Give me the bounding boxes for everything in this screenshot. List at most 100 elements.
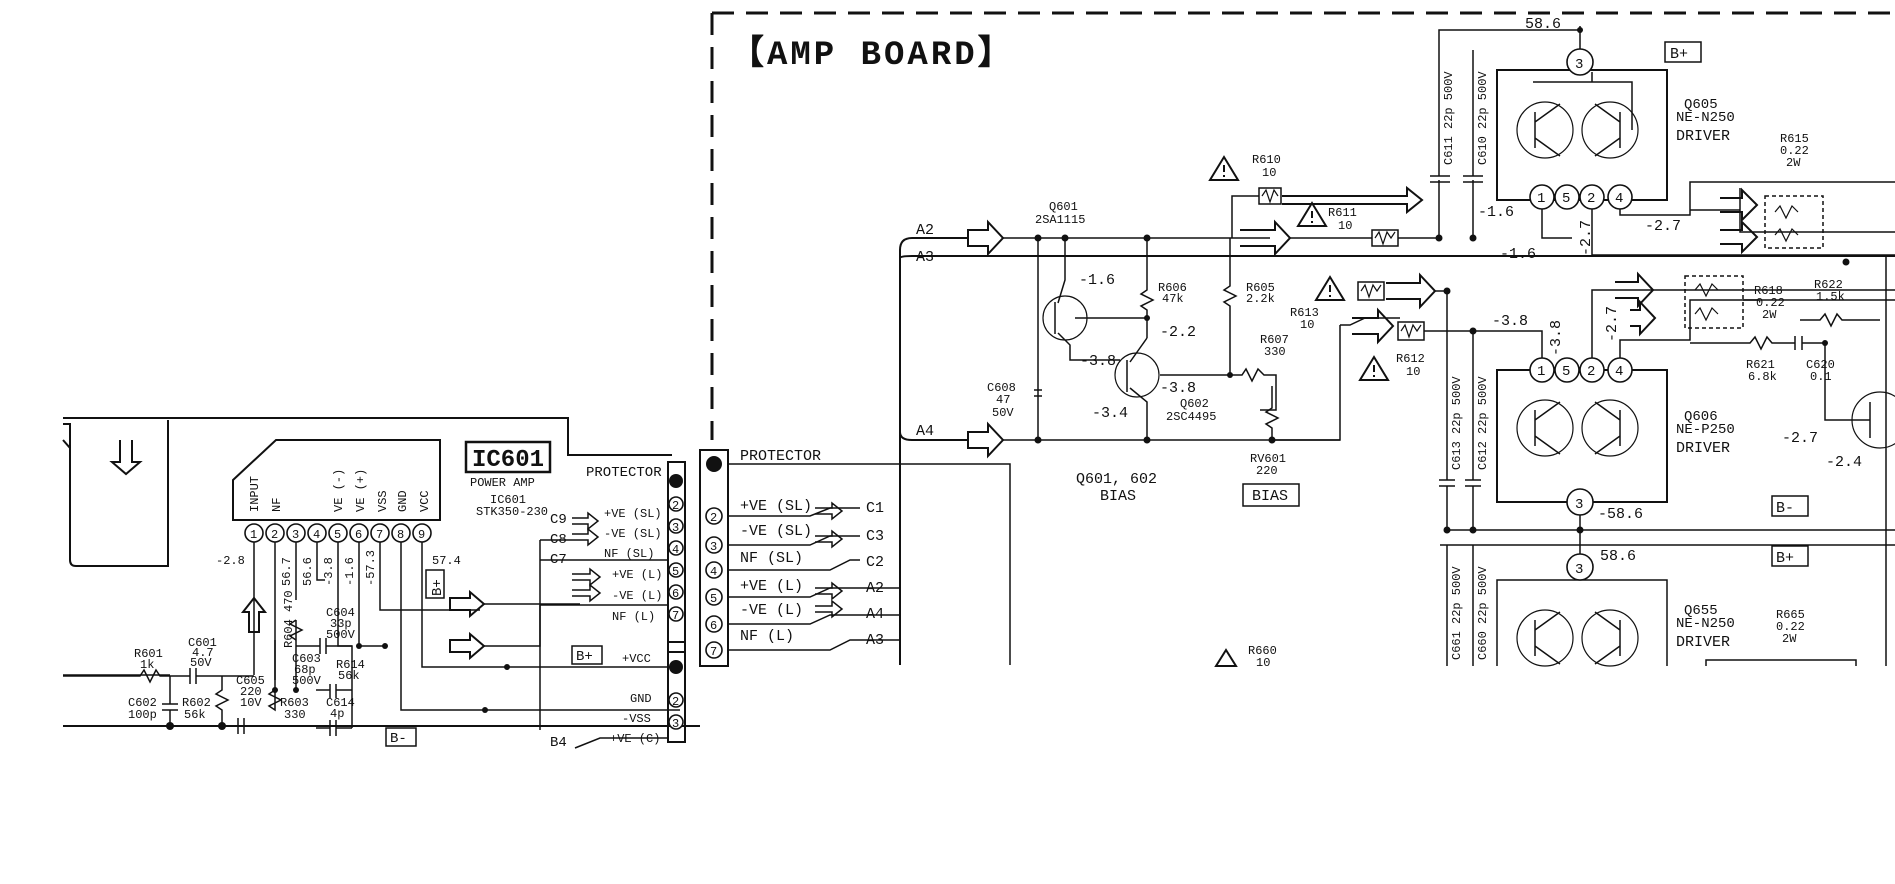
arrow-right-icon: [967, 219, 1005, 257]
arrow-right-icon: [967, 421, 1005, 459]
q602-part: 2SC4495: [1166, 410, 1216, 424]
r604-label: R604 470: [282, 590, 296, 648]
ic601-pin-label-5: VE (-): [332, 469, 346, 512]
q606-v-2: -2.7: [1604, 306, 1621, 342]
net-a4: A4: [916, 423, 934, 440]
ic601-wiring: [240, 542, 680, 728]
q606-part: NE-P250: [1676, 422, 1735, 438]
r612-value: 10: [1406, 365, 1420, 379]
arrow-right-icon: [1720, 219, 1759, 255]
warning-icon: [1214, 648, 1238, 667]
ic601-v-pin9: 57.4: [432, 554, 461, 568]
connector-left-nf-sl: NF (SL): [604, 547, 654, 561]
q605-part: NE-N250: [1676, 110, 1735, 126]
ic601-v-pin3: 56.7: [280, 557, 294, 586]
ic601-v-pin7: -57.3: [364, 550, 378, 586]
r614-value: 56k: [338, 669, 360, 683]
c608-rating: 50V: [992, 406, 1014, 420]
r601-ref: R601: [134, 647, 163, 661]
ic601-pin-label-9: VCC: [418, 490, 432, 512]
svg-text:4: 4: [672, 543, 679, 557]
svg-text:2: 2: [710, 511, 717, 525]
r614-ref: R614: [336, 658, 365, 672]
r660-ref: R660: [1248, 644, 1277, 658]
connector-right-ve-sl-plus: +VE (SL): [740, 498, 812, 515]
r618-rating: 2W: [1762, 308, 1777, 322]
c601-ref: C601: [188, 636, 217, 650]
ic601-pin-1: 1: [250, 528, 257, 542]
q605-v-1: -1.6: [1478, 204, 1514, 221]
svg-text:2: 2: [672, 695, 679, 709]
c614-value: 4p: [330, 707, 344, 721]
ic601-pin-2: 2: [271, 528, 278, 542]
v-q602-b: -3.4: [1092, 405, 1128, 422]
q605-pin-3: 3: [1575, 57, 1583, 73]
v-q601-c: -2.2: [1160, 324, 1196, 341]
connector-left-ve-l-minus: -VE (L): [612, 589, 662, 603]
q606-v-ext2: -2.4: [1826, 454, 1862, 471]
c612-label: C612 22p 500V: [1476, 376, 1490, 470]
net-a3: A3: [916, 249, 934, 266]
r660-value: 10: [1256, 656, 1270, 670]
q655-pin-3: 3: [1575, 562, 1583, 578]
q655-role: DRIVER: [1676, 634, 1730, 651]
ic601-v-pin5: -3.8: [322, 557, 336, 586]
r622-value: 1.5k: [1816, 290, 1845, 304]
r605-value: 2.2k: [1246, 292, 1275, 306]
r610-value: 10: [1262, 166, 1276, 180]
driver-q655: C661 22p 500V C660 22p 500V 3 B+: [1214, 256, 1895, 667]
r613-ref: R613: [1290, 306, 1319, 320]
warning-icon: [1358, 355, 1390, 381]
c604-value: 33p: [330, 617, 352, 631]
r615-value: 0.22: [1780, 144, 1809, 158]
c603-ref: C603: [292, 652, 321, 666]
c608-value: 47: [996, 393, 1010, 407]
connector-bplus-tag: B+: [576, 649, 593, 665]
rv601-value: 220: [1256, 464, 1278, 478]
q602-ref: Q602: [1180, 397, 1209, 411]
connector-left-ve-c: +VE (C): [610, 732, 660, 746]
connector-right-ve-sl-minus: -VE (SL): [740, 523, 812, 540]
svg-text:3: 3: [672, 521, 679, 535]
r621-ref: R621: [1746, 358, 1775, 372]
left-fragment: [62, 417, 700, 727]
ic-bplus-tag: B+: [430, 579, 446, 596]
connector-right-nf-l: NF (L): [740, 628, 794, 645]
q605-v-top: 58.6: [1525, 16, 1561, 33]
c602-value: 100p: [128, 708, 157, 722]
arrow-right-icon: [1720, 187, 1759, 223]
c605-ref: C605: [236, 674, 265, 688]
connector-left-vss: -VSS: [622, 712, 651, 726]
q605-pin-1: 1: [1537, 191, 1545, 207]
svg-text:6: 6: [672, 587, 679, 601]
ic601-pin-8: 8: [397, 528, 404, 542]
board-outline: [710, 11, 1895, 440]
c610-label: C610 22p 500V: [1476, 71, 1490, 165]
c604-ref: C604: [326, 606, 355, 620]
ic601-part-ref: IC601: [490, 493, 526, 507]
r603-ref: R603: [280, 696, 309, 710]
r601-value: 1k: [140, 658, 154, 672]
connector-right-nf-sl: NF (SL): [740, 550, 803, 567]
r605-ref: R605: [1246, 281, 1275, 295]
ic601-pin-4: 4: [313, 528, 320, 542]
c602-ref: C602: [128, 696, 157, 710]
q606-ref: Q606: [1684, 409, 1718, 425]
rv601-ref: RV601: [1250, 452, 1286, 466]
ic601-pin-7: 7: [376, 528, 383, 542]
connector-right-ve-l-plus: +VE (L): [740, 578, 803, 595]
r602-ref: R602: [182, 696, 211, 710]
warning-icon: [1314, 275, 1346, 301]
connector-left-ve-sl-minus: -VE (SL): [604, 527, 662, 541]
c620-ref: C620: [1806, 358, 1835, 372]
q605-v-2: -2.7: [1578, 220, 1595, 256]
q605-v-5: -1.6: [1500, 246, 1536, 263]
ic601-pin-9: 9: [418, 528, 425, 542]
svg-text:3: 3: [672, 717, 679, 731]
ic601-pin-6: 6: [355, 528, 362, 542]
q605-pin-2: 2: [1587, 191, 1595, 207]
svg-text:7: 7: [672, 609, 679, 623]
c603-value: 68p: [294, 663, 316, 677]
ic601-block: IC601 POWER AMP IC601 STK350-230 INPUT N…: [216, 439, 552, 586]
